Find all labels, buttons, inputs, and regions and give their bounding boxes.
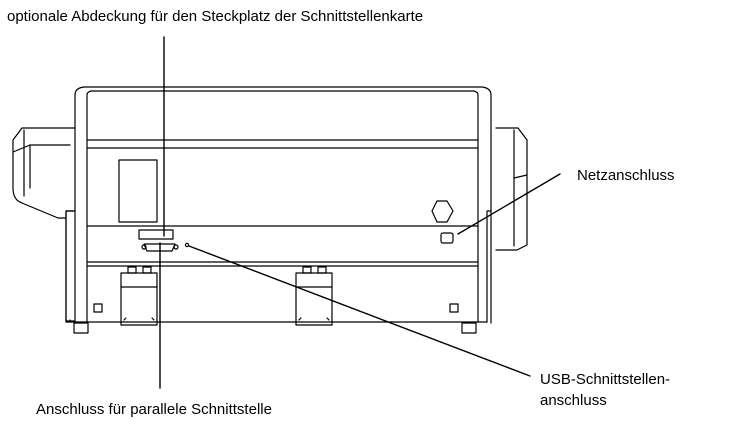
left-side-unit (12, 127, 76, 219)
corner-squares (93, 303, 459, 313)
hexagon-knob-icon (431, 200, 454, 223)
label-usb-connector: USB-Schnittstellen- anschluss (540, 369, 670, 411)
printer-feet (73, 322, 477, 334)
callout-line-usb (188, 245, 531, 377)
label-interface-card-cover: optionale Abdeckung für den Steckplatz d… (7, 8, 424, 25)
right-side-unit (495, 127, 528, 251)
label-parallel-connector: Anschluss für parallele Schnittstelle (36, 401, 272, 418)
label-usb-line1: USB-Schnittstellen- (540, 371, 671, 388)
label-power-connector: Netzanschluss (577, 167, 675, 184)
usb-port-icon (184, 242, 190, 248)
lower-feeder-doors (120, 266, 333, 326)
callout-line-power (457, 173, 561, 235)
callout-lines (159, 36, 561, 389)
main-housing (65, 86, 492, 324)
label-usb-line2: anschluss (540, 392, 607, 409)
lower-side-panels (65, 210, 492, 323)
interface-card-slot-cover (118, 159, 158, 223)
power-socket-icon (440, 232, 454, 244)
